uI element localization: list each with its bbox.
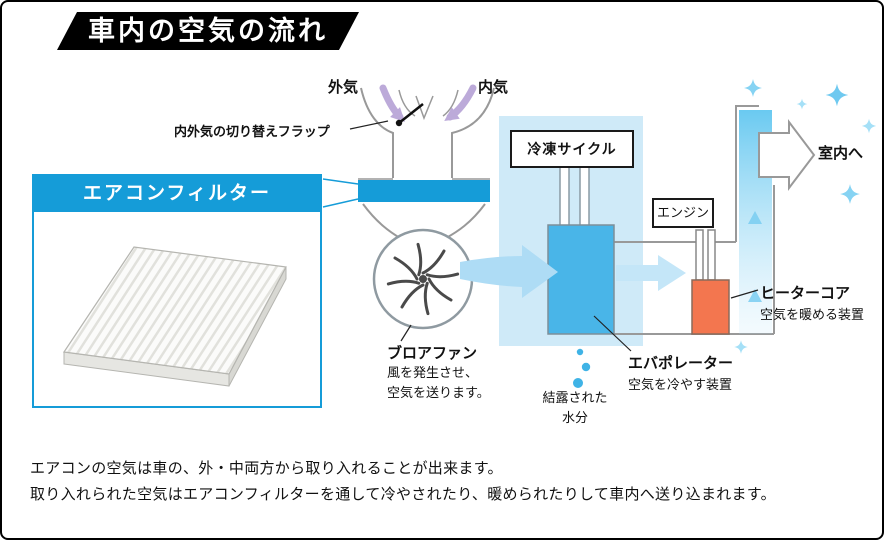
airflow-arrow-secondary <box>616 255 686 291</box>
label-inside-air: 内気 <box>478 79 509 96</box>
condensation-line2: 水分 <box>561 409 588 425</box>
label-condensation: 結露された 水分 <box>520 388 630 427</box>
blower-fan-desc-line1: 風を発生させ、 <box>387 365 479 380</box>
label-evaporator: エバポレーター <box>628 355 734 372</box>
blower-fan-desc: 風を発生させ、 空気を送ります。 <box>387 363 490 402</box>
intake-duct <box>358 87 495 239</box>
blower-fan-desc-line2: 空気を送ります。 <box>387 384 490 400</box>
intake-flow-arrows <box>379 84 477 122</box>
evaporator-icon <box>547 224 615 335</box>
footer-line2: 取り入れられた空気はエアコンフィルターを通して冷やされたり、暖められたりして車内… <box>30 486 776 503</box>
filter-callout-title: エアコンフィルター <box>34 176 320 212</box>
refrigeration-cycle-box: 冷凍サイクル <box>510 130 634 168</box>
cabin-arrow-icon <box>758 119 816 191</box>
label-air-flap: 内外気の切り替えフラップ <box>174 124 330 139</box>
heater-core-icon <box>691 279 730 335</box>
label-heater-core: ヒーターコア <box>760 285 851 302</box>
engine-box: エンジン <box>652 198 714 228</box>
evaporator-desc: 空気を冷やす装置 <box>628 377 733 392</box>
page-title: 車内の空気の流れ <box>57 12 359 50</box>
filter-callout-body <box>34 212 320 406</box>
water-droplet-icons <box>573 348 591 388</box>
label-to-cabin: 室内へ <box>818 145 864 162</box>
air-flap-icon <box>395 103 424 127</box>
label-blower-fan: ブロアファン <box>387 345 478 362</box>
filter-callout: エアコンフィルター <box>32 174 322 408</box>
footer-line1: エアコンの空気は車の、外・中両方から取り入れることが出来ます。 <box>30 460 503 477</box>
callout-connector-lines <box>322 178 359 208</box>
heater-core-desc: 空気を暖める装置 <box>760 307 865 322</box>
condensation-line1: 結露された <box>542 390 608 405</box>
engine-pipes <box>695 229 716 281</box>
label-outside-air: 外気 <box>328 79 359 96</box>
leader-lines <box>349 120 759 352</box>
cabin-filter-bar <box>358 180 490 202</box>
cabin-filter-image <box>62 246 287 387</box>
airflow-arrow-main <box>460 245 558 298</box>
blower-fan-icon <box>372 228 474 330</box>
